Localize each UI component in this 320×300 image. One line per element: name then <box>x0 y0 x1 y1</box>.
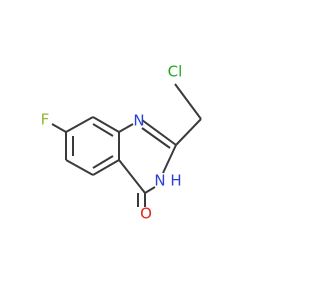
bonds <box>51 83 202 207</box>
bond-n1-c2 <box>141 119 177 146</box>
bond-c8-c7 <box>65 116 94 133</box>
bond-c6-c5 <box>65 159 94 176</box>
bond-c7-f <box>51 123 67 133</box>
bond-n3-c4 <box>144 186 156 194</box>
bond-c8a-n1 <box>118 123 134 133</box>
atom-labels: Cl F N N H O <box>41 63 183 223</box>
atom-n1: N <box>133 112 144 130</box>
atom-n3: N <box>154 172 165 190</box>
atom-f: F <box>41 111 50 129</box>
atom-n3-h: H <box>170 172 181 190</box>
atom-cl: Cl <box>168 63 183 81</box>
bond-c2-n3 <box>162 144 177 174</box>
bond-c2-ch2 <box>175 118 202 146</box>
bond-c8a-c8-double <box>92 123 114 137</box>
bond-c4-c4a <box>118 159 146 194</box>
bond-c5-c4a-double <box>92 155 114 169</box>
atom-o: O <box>140 205 152 223</box>
molecule-structure: Cl F N N H O <box>41 63 202 223</box>
bond-c8a-c8 <box>92 116 120 133</box>
bond-c5-c4a <box>92 159 120 176</box>
bond-ch2-cl <box>174 83 202 120</box>
bond-n1-c2-double <box>141 127 171 149</box>
